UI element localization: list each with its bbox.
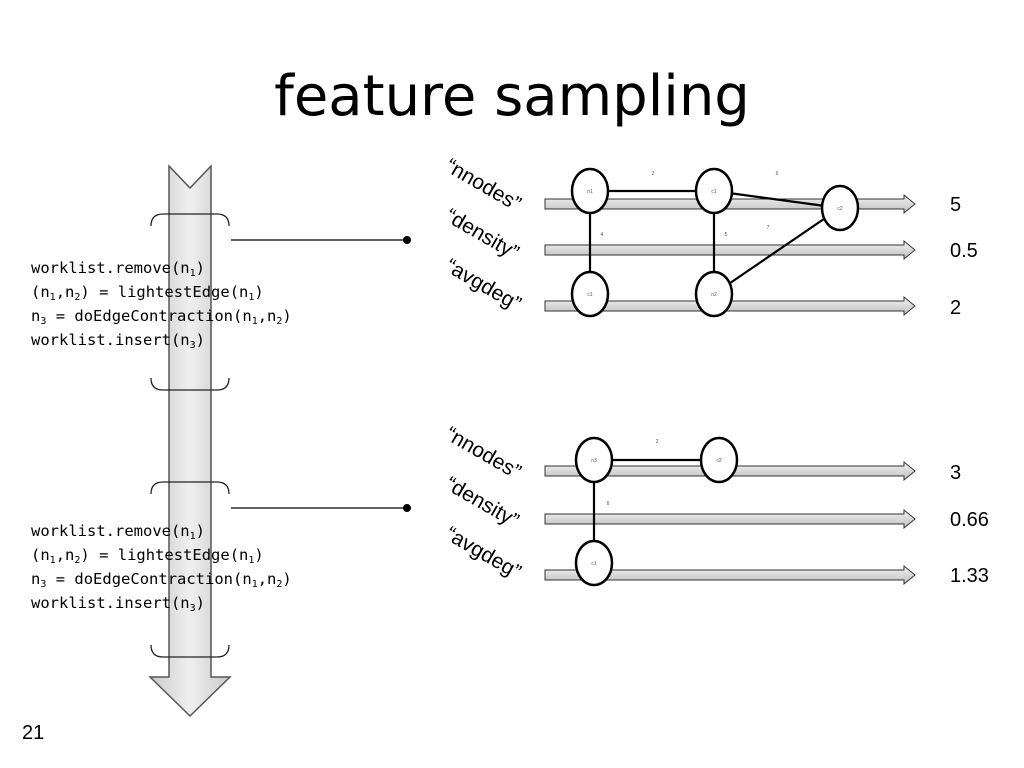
code-line: n3 = doEdgeContraction(n1,n2) [31, 570, 292, 590]
graph-panel-1 [570, 167, 860, 318]
slide-title: feature sampling [274, 64, 750, 129]
connector-2 [231, 504, 411, 512]
node-label: n1 [587, 189, 593, 195]
feature-value-nnodes: 5 [950, 194, 961, 216]
edge-weight: 6 [776, 171, 779, 177]
code-line: (n1,n2) = lightestEdge(n1) [31, 546, 264, 566]
code-line: (n1,n2) = lightestEdge(n1) [31, 283, 264, 303]
graph-node [570, 270, 610, 318]
code-line: worklist.remove(n1) [31, 522, 206, 542]
feature-value-avgdeg: 2 [950, 297, 961, 319]
brace-bottom-2 [150, 644, 230, 658]
graph-node [694, 167, 734, 215]
connector-1 [231, 236, 411, 244]
node-label: c1 [711, 189, 717, 195]
node-label: c3 [716, 458, 722, 464]
graph-node [574, 436, 614, 484]
node-label: c1 [587, 292, 593, 298]
edge-weight: 2 [652, 171, 655, 177]
feature-values-panel-1: 5 0.5 2 [950, 194, 978, 319]
code-line: worklist.remove(n1) [31, 259, 206, 279]
edge-weight: 5 [725, 232, 728, 238]
feature-labels-panel-1: “nnodes” “density” “avgdeg” [442, 154, 525, 315]
feature-axes-panel-2 [544, 460, 916, 586]
brace-top-1 [150, 213, 230, 227]
feature-value-density: 0.5 [950, 240, 978, 262]
brace-bottom-1 [150, 377, 230, 391]
code-block-1: worklist.remove(n1) (n1,n2) = lightestEd… [31, 256, 292, 352]
graph-panel-2-labels: n3 c3 c1 2 6 [591, 439, 722, 567]
graph-node [570, 167, 610, 215]
edge [713, 189, 841, 210]
feature-label-avgdeg: “avgdeg” [442, 254, 525, 315]
graph-panel-1-labels: n1 c1 c2 c1 n2 2 6 4 5 7 [587, 171, 843, 298]
feature-value-avgdeg: 1.33 [950, 565, 989, 587]
graph-node [574, 539, 614, 587]
brace-top-2 [150, 481, 230, 495]
edge-weight: 2 [656, 439, 659, 445]
code-block-2: worklist.remove(n1) (n1,n2) = lightestEd… [31, 519, 292, 615]
code-line: worklist.insert(n3) [31, 594, 206, 614]
code-line: worklist.insert(n3) [31, 331, 206, 351]
edge-weight: 6 [607, 501, 610, 507]
feature-label-avgdeg: “avgdeg” [442, 522, 525, 583]
node-label: c1 [591, 561, 597, 567]
node-label: n3 [591, 458, 597, 464]
slide-number: 21 [22, 722, 45, 744]
edge [713, 207, 841, 295]
feature-value-nnodes: 3 [950, 462, 961, 484]
node-label: c2 [837, 206, 843, 212]
graph-panel-2 [574, 436, 739, 587]
timeline-arrow [148, 164, 232, 718]
graph-node [694, 270, 734, 318]
graph-node [699, 436, 739, 484]
code-line: n3 = doEdgeContraction(n1,n2) [31, 307, 292, 327]
edge-weight: 4 [601, 232, 604, 238]
feature-labels-panel-2: “nnodes” “density” “avgdeg” [442, 422, 525, 583]
edge-weight: 7 [767, 225, 770, 231]
node-label: n2 [711, 292, 717, 298]
graph-node [820, 184, 860, 232]
feature-value-density: 0.66 [950, 509, 989, 531]
feature-values-panel-2: 3 0.66 1.33 [950, 462, 989, 587]
